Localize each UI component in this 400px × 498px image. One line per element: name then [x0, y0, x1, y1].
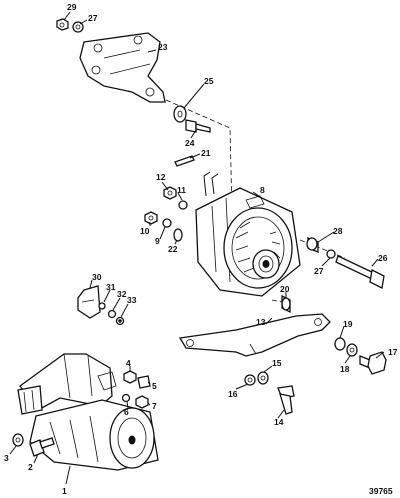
- washer-31: [98, 302, 106, 310]
- starter-motor: [17, 353, 159, 471]
- callout-27-right: 27: [314, 266, 324, 276]
- callout-16: 16: [228, 389, 238, 399]
- callout-30: 30: [92, 272, 102, 282]
- bolt-17: [359, 351, 387, 375]
- leader-lines: [9, 11, 385, 485]
- alternator: [195, 171, 301, 297]
- washer-6: [121, 393, 131, 403]
- bolt-26: [335, 255, 385, 289]
- callout-7: 7: [152, 401, 157, 411]
- callout-2: 2: [28, 462, 33, 472]
- callout-19: 19: [343, 319, 353, 329]
- callout-31: 31: [106, 282, 116, 292]
- spacer-28: [306, 237, 319, 253]
- callout-28: 28: [333, 226, 343, 236]
- nut-10: [144, 211, 158, 225]
- spacer-22: [173, 228, 183, 242]
- callout-25: 25: [204, 76, 214, 86]
- callout-labels: 29 27 23 25 24 21 12 11 8 10 9 22 28 27 …: [4, 2, 398, 496]
- callout-33: 33: [127, 295, 137, 305]
- callout-8: 8: [260, 185, 265, 195]
- nut-4: [123, 370, 137, 384]
- callout-4: 4: [126, 358, 131, 368]
- washer-3: [12, 433, 24, 447]
- nut-15: [257, 371, 269, 385]
- figure-id: 39765: [369, 486, 393, 496]
- callout-5: 5: [152, 381, 157, 391]
- nut-7: [135, 395, 149, 409]
- callout-26: 26: [378, 253, 388, 263]
- callout-29: 29: [67, 2, 77, 12]
- callout-11: 11: [177, 185, 186, 195]
- clip-30: [77, 285, 101, 319]
- nut-33: [115, 316, 125, 326]
- bolt-5: [137, 375, 151, 389]
- callout-21: 21: [201, 148, 211, 158]
- nut-18: [346, 343, 358, 357]
- centerline-bracket: [165, 99, 233, 211]
- callout-12: 12: [156, 172, 166, 182]
- mounting-bracket: [79, 32, 166, 103]
- centerline-spacer-20: [271, 299, 283, 303]
- spacer-20: [281, 294, 291, 314]
- nut-29: [56, 18, 69, 31]
- washer-32: [107, 309, 117, 319]
- washer-19: [334, 337, 346, 351]
- adjusting-brace: [178, 313, 331, 357]
- callout-23: 23: [158, 42, 168, 52]
- pin-21: [174, 155, 195, 167]
- callout-1: 1: [62, 486, 67, 496]
- bolt-24: [185, 119, 211, 133]
- washer-16: [244, 374, 256, 386]
- callout-3: 3: [4, 453, 9, 463]
- callout-18: 18: [340, 364, 350, 374]
- bolt-14: [277, 385, 295, 415]
- callout-15: 15: [272, 358, 282, 368]
- callout-27-top: 27: [88, 13, 98, 23]
- callout-13: 13: [256, 317, 266, 327]
- callout-17: 17: [388, 347, 398, 357]
- bolt-2: [29, 437, 55, 457]
- callout-22: 22: [168, 244, 178, 254]
- callout-20: 20: [280, 284, 290, 294]
- nut-12: [163, 186, 177, 200]
- washer-11: [178, 200, 188, 210]
- callout-9: 9: [155, 236, 160, 246]
- callout-10: 10: [140, 226, 150, 236]
- callout-6: 6: [124, 407, 129, 417]
- washer-25: [173, 105, 187, 123]
- callout-24: 24: [185, 138, 195, 148]
- washer-9: [162, 218, 172, 228]
- callout-14: 14: [274, 417, 284, 427]
- callout-32: 32: [117, 289, 127, 299]
- washer-27-top: [72, 21, 84, 33]
- washer-27-right: [326, 249, 336, 259]
